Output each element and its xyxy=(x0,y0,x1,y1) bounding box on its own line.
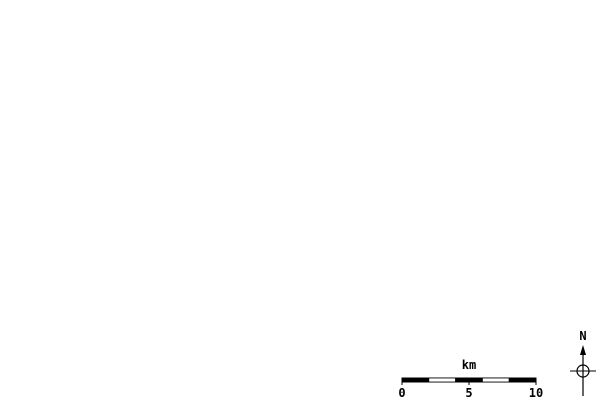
scale-bar-segment xyxy=(508,377,537,383)
scale-bar-graphic: km 0 5 10 xyxy=(398,358,543,400)
scale-bar: km 0 5 10 xyxy=(394,356,544,400)
scale-tick-label-10: 10 xyxy=(529,386,543,400)
scale-bar-segment xyxy=(428,377,456,383)
north-arrow-head-icon xyxy=(580,345,586,355)
scale-tick-label-0: 0 xyxy=(398,386,405,400)
scale-bar-segment xyxy=(482,377,510,383)
north-arrow-label: N xyxy=(579,329,586,343)
north-arrow-icon: N xyxy=(570,329,596,396)
scale-bar-unit-label: km xyxy=(462,358,476,372)
scale-bar-segment xyxy=(401,377,430,383)
scale-tick-label-5: 5 xyxy=(465,386,472,400)
north-arrow: N xyxy=(567,328,599,398)
map-area[interactable] xyxy=(0,0,601,320)
